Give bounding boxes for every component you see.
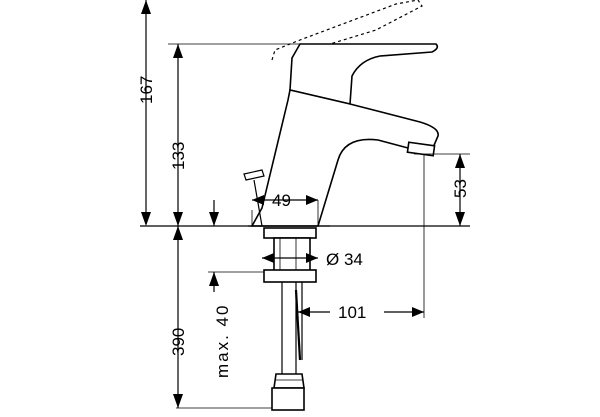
label-projection: 101 (338, 303, 366, 322)
lever-handle (289, 43, 439, 105)
popup-rod (243, 169, 265, 181)
dim-hole-diameter (262, 253, 318, 263)
dim-height-body (173, 44, 183, 226)
mounting-assembly (263, 227, 317, 411)
lever-open-position (271, 0, 423, 61)
dim-projection (298, 307, 424, 317)
label-base-width: 49 (272, 191, 291, 210)
label-spout-height: 53 (451, 179, 470, 198)
faucet-outline (243, 0, 439, 227)
label-deck-thickness: max. 40 (213, 304, 232, 378)
dim-base-width (252, 195, 318, 205)
label-hole-diameter: Ø 34 (326, 250, 363, 269)
faucet-body (250, 89, 439, 227)
dim-deck-thickness (209, 200, 219, 292)
dim-spout-height (455, 154, 465, 226)
dim-hose-length (173, 226, 183, 408)
label-height-body: 133 (169, 142, 188, 170)
label-hose-length: 390 (169, 328, 188, 356)
label-height-total: 167 (137, 76, 156, 104)
dim-height-total (141, 0, 151, 226)
